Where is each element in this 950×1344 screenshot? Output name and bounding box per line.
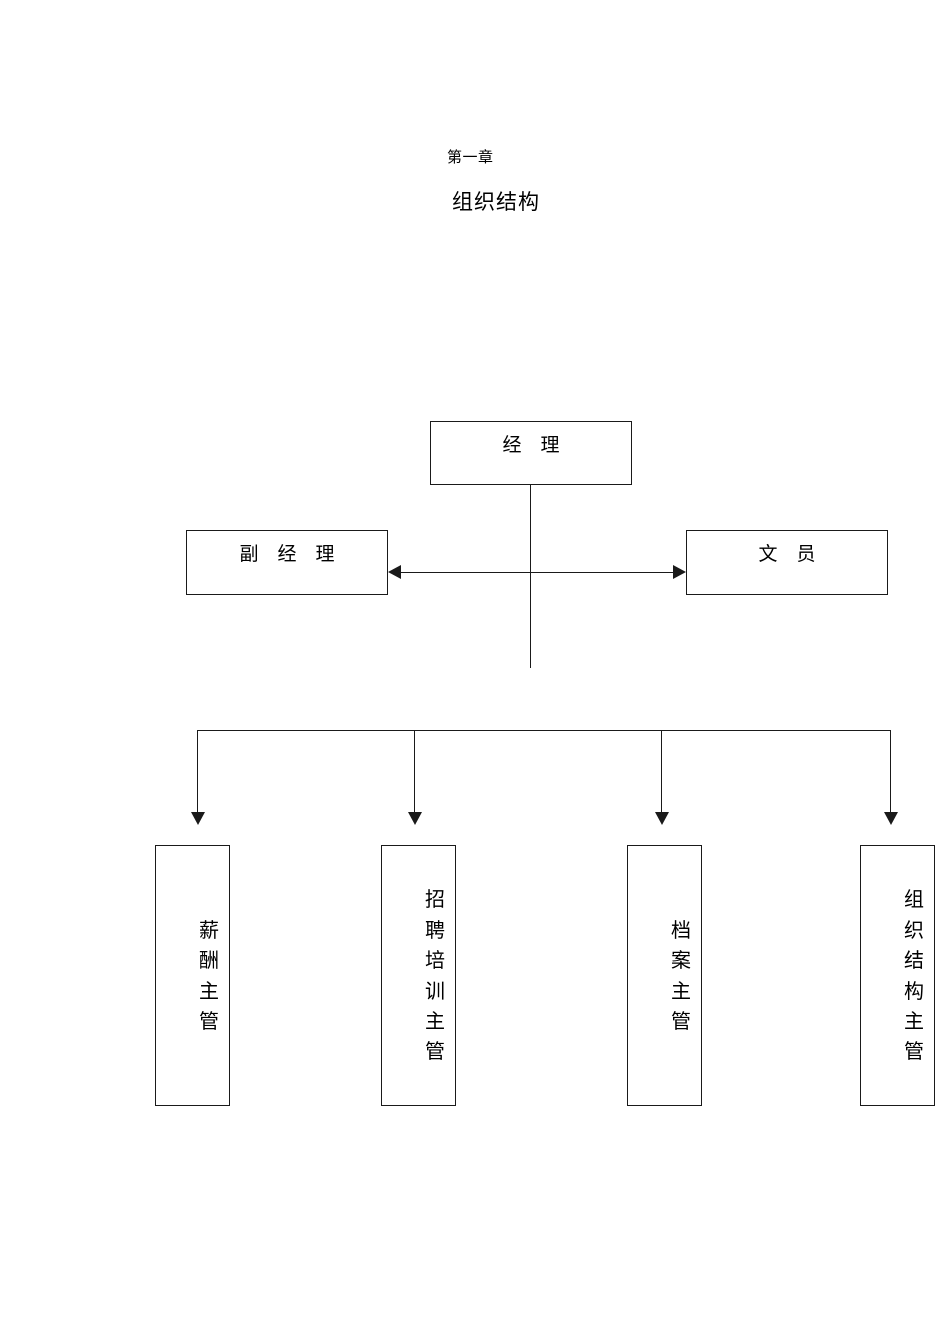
connector-drop-recruitment xyxy=(414,730,415,814)
arrow-down-icon xyxy=(655,812,669,825)
org-node-org-structure-supervisor-label: 组织结构主管 xyxy=(904,887,924,1064)
org-node-clerk-label: 文 员 xyxy=(758,543,816,565)
arrow-down-icon xyxy=(191,812,205,825)
org-node-recruitment-training-supervisor-label: 招聘培训主管 xyxy=(425,887,445,1064)
connector-drop-orgstructure xyxy=(890,730,891,814)
org-node-deputy-manager: 副 经 理 xyxy=(186,530,388,595)
connector-manager-spine xyxy=(530,485,531,668)
org-node-archive-supervisor: 档案主管 xyxy=(627,845,702,1106)
chapter-label: 第一章 xyxy=(447,148,494,166)
arrow-right-icon xyxy=(673,565,686,579)
arrow-down-icon xyxy=(884,812,898,825)
org-node-clerk: 文 员 xyxy=(686,530,888,595)
org-node-org-structure-supervisor: 组织结构主管 xyxy=(860,845,935,1106)
page-title: 组织结构 xyxy=(452,190,540,214)
arrow-left-icon xyxy=(388,565,401,579)
connector-drop-archive xyxy=(661,730,662,814)
org-node-compensation-supervisor-label: 薪酬主管 xyxy=(199,917,219,1033)
org-node-compensation-supervisor: 薪酬主管 xyxy=(155,845,230,1106)
connector-lateral-line xyxy=(400,572,676,573)
org-node-recruitment-training-supervisor: 招聘培训主管 xyxy=(381,845,456,1106)
org-node-archive-supervisor-label: 档案主管 xyxy=(671,917,691,1033)
org-node-manager-label: 经 理 xyxy=(502,434,560,456)
org-node-manager: 经 理 xyxy=(430,421,632,485)
connector-bus-line xyxy=(197,730,891,731)
org-node-deputy-manager-label: 副 经 理 xyxy=(239,543,335,565)
arrow-down-icon xyxy=(408,812,422,825)
connector-drop-compensation xyxy=(197,730,198,814)
